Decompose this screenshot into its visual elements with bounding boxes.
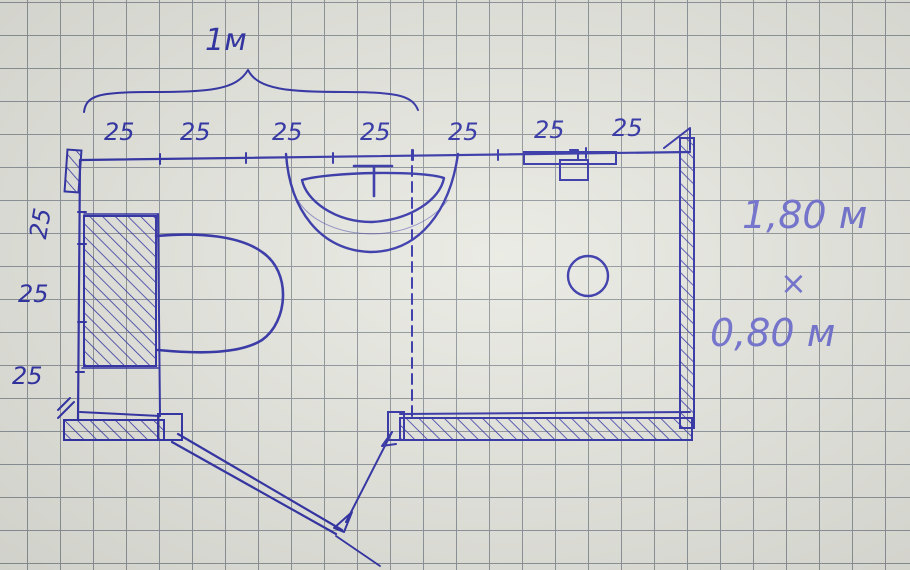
top-dimensions: 25 25 25 25 25 25 25 xyxy=(104,114,643,146)
top-dim-6: 25 xyxy=(534,116,565,144)
top-dim-7: 25 xyxy=(612,114,643,142)
top-dim-5: 25 xyxy=(448,118,479,146)
top-dim-3: 25 xyxy=(272,118,303,146)
room-size-label: 1,80 м × 0,80 м xyxy=(710,193,867,355)
room-outline xyxy=(57,127,695,441)
room-length: 1,80 м xyxy=(742,193,867,237)
left-dim-3: 25 xyxy=(12,362,43,390)
top-dim-1: 25 xyxy=(104,118,135,146)
left-dim-1: 25 xyxy=(24,206,57,241)
toilet-icon xyxy=(154,233,285,354)
shower-mixer-icon xyxy=(523,149,617,181)
top-dim-2: 25 xyxy=(180,118,211,146)
partitions xyxy=(81,149,413,419)
door-swing xyxy=(170,431,397,567)
left-dim-2: 25 xyxy=(18,280,49,308)
left-dimensions: 25 25 25 xyxy=(12,206,87,390)
top-dim-4: 25 xyxy=(360,118,391,146)
overall-dimension: 1м xyxy=(83,23,419,113)
room-width: 0,80 м xyxy=(710,311,835,355)
size-times-sign: × xyxy=(780,264,807,302)
overall-dimension-label: 1м xyxy=(205,23,247,58)
sink-icon xyxy=(284,152,460,254)
installation-block xyxy=(83,215,157,367)
floor-drain-icon xyxy=(566,254,610,298)
